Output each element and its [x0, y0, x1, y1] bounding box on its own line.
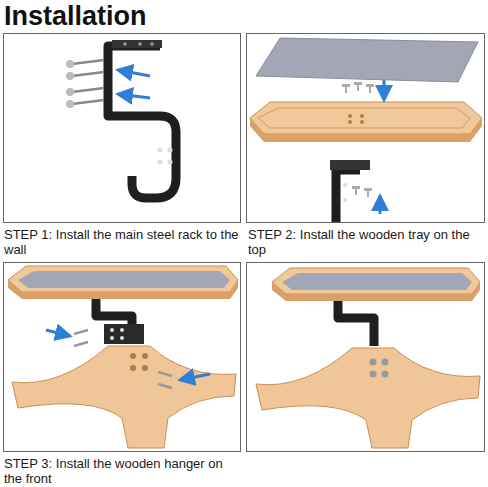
- step-caption: STEP 3: Install the wooden hanger on the…: [4, 456, 242, 486]
- panel-frame: [4, 34, 241, 223]
- wooden-tray: [272, 268, 480, 301]
- steel-rack: [330, 160, 370, 222]
- panel-frame: [247, 34, 485, 223]
- steel-rack: [96, 299, 144, 344]
- screws: [72, 60, 104, 104]
- wooden-hanger: [256, 348, 480, 448]
- screws: [74, 330, 172, 388]
- direction-arrows: [380, 80, 384, 214]
- step-caption: STEP 2: Install the wooden tray on the t…: [248, 227, 486, 257]
- direction-arrows: [46, 330, 210, 380]
- step-caption: STEP 1: Install the main steel rack to t…: [4, 227, 242, 257]
- direction-arrows: [118, 70, 150, 98]
- panel-frame: [4, 263, 241, 452]
- steel-rack: [338, 301, 374, 346]
- wooden-tray: [250, 102, 482, 142]
- wooden-hanger: [12, 346, 236, 448]
- screws: [342, 82, 374, 197]
- wooden-tray: [8, 266, 238, 299]
- panel-frame: [247, 263, 485, 452]
- page-title: Installation: [4, 1, 147, 31]
- felt-pad: [256, 38, 478, 82]
- steel-rack: [108, 40, 176, 198]
